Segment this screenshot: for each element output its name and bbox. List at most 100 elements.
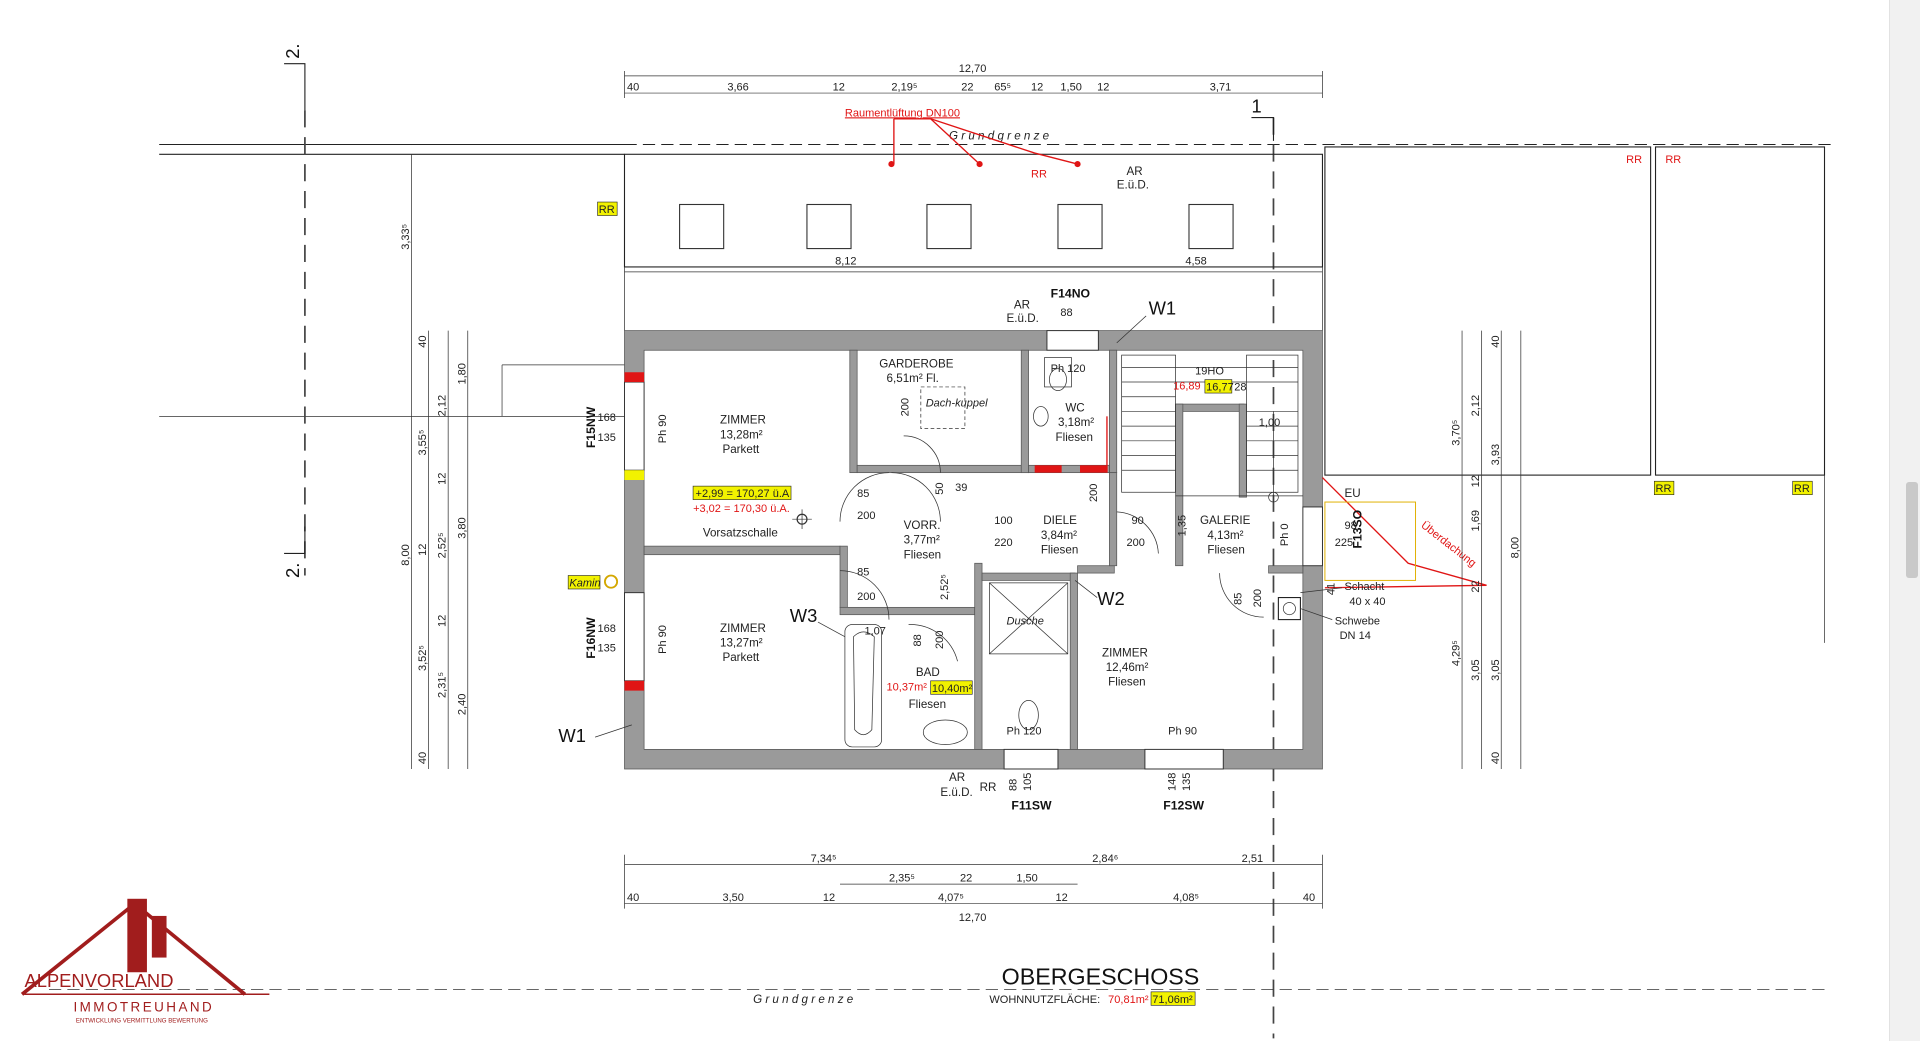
terrace-dim-left: 8,12 xyxy=(835,255,856,267)
window-f11 xyxy=(1003,748,1059,770)
svg-text:3,52⁵: 3,52⁵ xyxy=(417,645,429,671)
dim-inner-148: 148 xyxy=(1167,773,1179,791)
svg-text:1,50: 1,50 xyxy=(1016,873,1037,885)
scrollbar-track[interactable] xyxy=(1889,0,1920,1041)
schwebe-label: Schwebe xyxy=(1335,615,1380,627)
ar-label-1: AR xyxy=(1127,165,1143,178)
room-wc: WC 3,18m² Fliesen xyxy=(1056,401,1095,443)
svg-text:Fliesen: Fliesen xyxy=(1041,543,1078,556)
svg-text:40: 40 xyxy=(417,335,429,347)
window-code-f14: F14NO xyxy=(1051,287,1090,301)
svg-text:3,66: 3,66 xyxy=(727,82,748,94)
svg-text:4,29⁵: 4,29⁵ xyxy=(1451,640,1463,666)
dachkuppel-label: Dach-kuppel xyxy=(926,398,988,410)
svg-text:40: 40 xyxy=(627,82,639,94)
svg-text:GARDEROBE: GARDEROBE xyxy=(879,357,954,370)
dim-inner-252: 2,52⁵ xyxy=(939,574,951,600)
window-f14 xyxy=(1046,330,1099,351)
dim-inner-220: 220 xyxy=(994,537,1012,549)
svg-text:Fliesen: Fliesen xyxy=(904,548,941,561)
svg-text:3,55⁵: 3,55⁵ xyxy=(417,429,429,455)
svg-text:40: 40 xyxy=(1490,752,1502,764)
logo-tagline: ENTWICKLUNG VERMITTLUNG BEWERTUNG xyxy=(76,1017,208,1024)
window-f13 xyxy=(1302,506,1323,567)
svg-text:12: 12 xyxy=(1056,892,1068,904)
svg-text:12,46m²: 12,46m² xyxy=(1106,661,1149,674)
svg-text:ZIMMER: ZIMMER xyxy=(720,622,766,635)
dim-inner-200e: 50 xyxy=(934,482,946,494)
dim-inner-168b: 168 xyxy=(598,623,616,635)
window-code-f12: F12SW xyxy=(1163,798,1204,812)
svg-text:12: 12 xyxy=(417,544,429,556)
svg-text:2,51: 2,51 xyxy=(1242,853,1263,865)
schacht-label: Schacht xyxy=(1345,581,1385,593)
wall-label-w2: W2 xyxy=(1097,588,1125,609)
svg-text:10,40m²: 10,40m² xyxy=(932,683,973,695)
dim-inner-168: 168 xyxy=(598,412,616,424)
dusche-label: Dusche xyxy=(1007,615,1044,627)
stair-depth: 28 xyxy=(1234,382,1246,394)
svg-text:4,07⁵: 4,07⁵ xyxy=(938,892,964,904)
dim-inner-200g: 200 xyxy=(1252,589,1264,607)
ph-bad: Ph 120 xyxy=(1007,726,1042,738)
dim-inner-225: 225 xyxy=(1335,537,1353,549)
dimension-left: 3,33⁵ 40 3,55⁵ 12 3,52⁵ 40 8,00 1,80 2,1… xyxy=(400,154,468,769)
svg-text:3,50: 3,50 xyxy=(722,892,743,904)
svg-text:12: 12 xyxy=(1470,475,1482,487)
svg-text:2,84⁶: 2,84⁶ xyxy=(1092,853,1118,865)
section-label-bottom: 2. xyxy=(282,563,303,578)
dim-inner-39: 39 xyxy=(955,482,967,494)
svg-text:WC: WC xyxy=(1065,401,1084,414)
svg-text:12: 12 xyxy=(833,82,845,94)
eu-label: EU xyxy=(1345,487,1361,500)
svg-text:12: 12 xyxy=(1031,82,1043,94)
elevation-highlight: +2,99 = 170,27 ü.A xyxy=(696,488,790,500)
svg-text:VORR.: VORR. xyxy=(904,519,941,532)
wall-label-w1-top: W1 xyxy=(1149,298,1177,319)
dim-inner-85: 85 xyxy=(857,488,869,500)
svg-text:4,08⁵: 4,08⁵ xyxy=(1173,892,1199,904)
scrollbar-thumb[interactable] xyxy=(1906,482,1918,578)
svg-text:22: 22 xyxy=(961,82,973,94)
svg-text:13,27m²: 13,27m² xyxy=(720,637,763,650)
company-logo: ALPENVORLAND IMMOTREUHAND ENTWICKLUNG VE… xyxy=(20,898,270,1024)
eud-label-2: E.ü.D. xyxy=(1007,312,1039,325)
dim-inner-200b: 200 xyxy=(1088,484,1100,502)
window-f16 xyxy=(624,592,645,682)
svg-text:4,13m²: 4,13m² xyxy=(1207,529,1243,542)
svg-text:3,71: 3,71 xyxy=(1210,82,1231,94)
dim-inner-105: 105 xyxy=(1022,773,1034,791)
room-zimmer-1: ZIMMER 13,28m² Parkett xyxy=(720,414,766,456)
svg-text:40: 40 xyxy=(1303,892,1315,904)
dim-inner-100: 100 xyxy=(994,515,1012,527)
rr-tag-mid: RR xyxy=(1656,483,1672,495)
kamin-label: Kamin xyxy=(569,578,600,590)
boundary-label-bottom: G r u n d g r e n z e xyxy=(753,993,854,1006)
wall-label-w1-bottom: W1 xyxy=(558,725,586,746)
svg-text:13,28m²: 13,28m² xyxy=(720,428,763,441)
svg-text:3,70⁵: 3,70⁵ xyxy=(1451,420,1463,446)
svg-text:40: 40 xyxy=(1490,335,1502,347)
rr-label-3: RR xyxy=(1665,154,1681,166)
logo-name: ALPENVORLAND xyxy=(24,970,173,991)
dim-inner-88b: 88 xyxy=(1007,779,1019,791)
svg-text:Fliesen: Fliesen xyxy=(1207,543,1244,556)
dim-inner-41: 41 xyxy=(1326,583,1338,595)
ar-label-3: AR xyxy=(949,771,965,784)
svg-text:3,05: 3,05 xyxy=(1470,659,1482,680)
dim-inner-88: 88 xyxy=(1060,307,1072,319)
rr-tag-left: RR xyxy=(599,204,615,216)
dim-inner-85c: 85 xyxy=(1233,593,1245,605)
svg-text:3,77m²: 3,77m² xyxy=(904,534,940,547)
dimension-bottom: 7,34⁵ 2,84⁶ 2,51 2,35⁵ 22 1,50 40 3,50 1… xyxy=(624,853,1323,924)
elevation-red: +3,02 = 170,30 ü.A. xyxy=(693,503,790,515)
window-code-f15: F15NW xyxy=(584,406,598,448)
ph-zimmer3: Ph 90 xyxy=(1168,726,1197,738)
ar-label-2: AR xyxy=(1014,299,1030,312)
dim-inner-200: 200 xyxy=(857,510,875,522)
dim-inner-135c: 135 xyxy=(598,432,616,444)
svg-text:40: 40 xyxy=(627,892,639,904)
svg-text:ZIMMER: ZIMMER xyxy=(1102,646,1148,659)
svg-text:3,80: 3,80 xyxy=(456,517,468,538)
ph-galerie: Ph 0 xyxy=(1279,523,1291,546)
